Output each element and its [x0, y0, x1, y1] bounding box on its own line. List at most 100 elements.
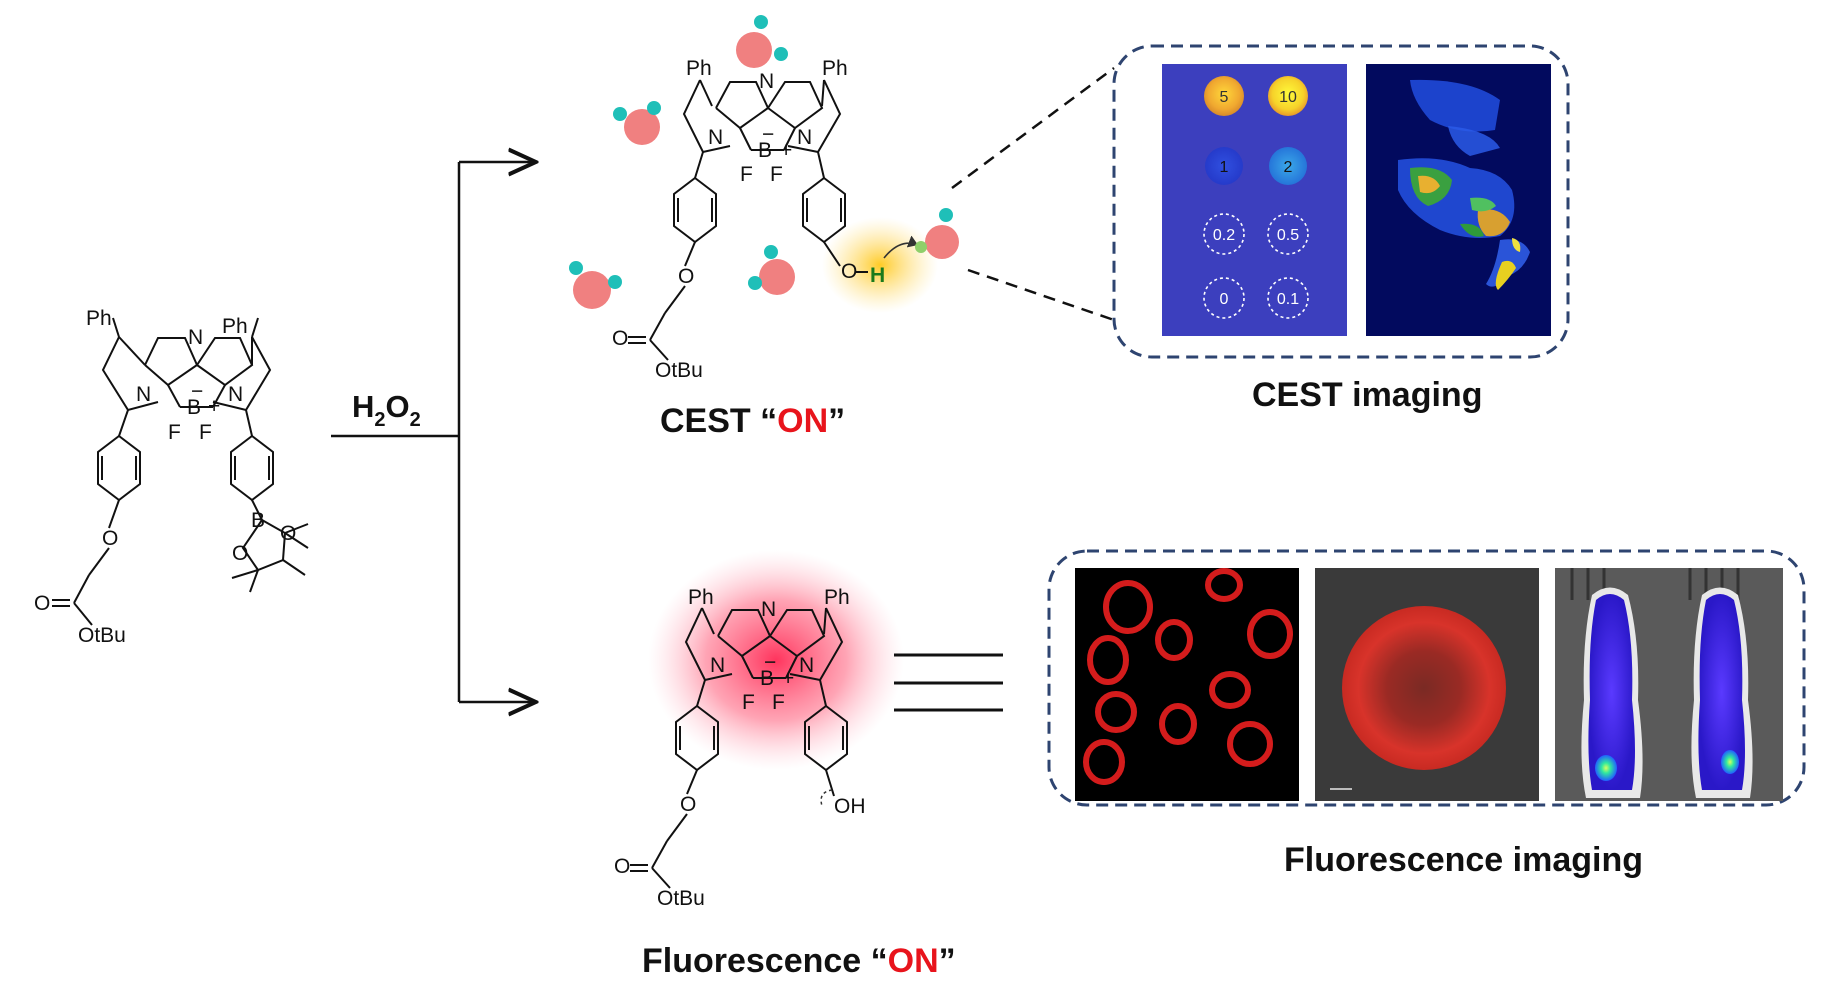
otbu-label: OtBu	[655, 359, 703, 382]
charge-plus: +	[780, 139, 792, 162]
red-fluorescence-glow	[648, 550, 904, 770]
phantom-label: 1	[1220, 159, 1229, 176]
charge-minus: −	[764, 651, 776, 674]
water-molecule	[613, 101, 661, 145]
atom-f: F	[168, 421, 181, 444]
atom-f: F	[742, 691, 755, 714]
atom-n: N	[761, 598, 776, 621]
cest-on-molecule: Ph Ph N N N B − + F F O H O O OtBu	[612, 57, 938, 382]
proton-exchange-arrow	[883, 235, 919, 259]
charge-plus: +	[782, 667, 794, 690]
reagent-h2o2: H2O2	[352, 389, 421, 431]
cell	[1087, 635, 1129, 685]
cest-organ-map	[1398, 79, 1530, 290]
reaction-arrows	[331, 162, 536, 702]
atom-o: O	[614, 855, 630, 878]
otbu-label: OtBu	[657, 887, 705, 910]
phantom-label: 0.2	[1213, 227, 1235, 244]
ph-label: Ph	[822, 57, 848, 80]
atom-o: O	[102, 527, 118, 550]
ph-label: Ph	[824, 586, 850, 609]
fluorescence-imaging-caption: Fluorescence imaging	[1284, 841, 1643, 879]
ph-label: Ph	[686, 57, 712, 80]
atom-n: N	[708, 126, 723, 149]
cell	[1103, 580, 1153, 634]
atom-n: N	[228, 383, 243, 406]
atom-o: O	[680, 793, 696, 816]
atom-b: B	[758, 139, 772, 162]
ph-label: Ph	[688, 586, 714, 609]
stained-cells	[1083, 568, 1293, 785]
fluorescence-panel-frame	[1047, 549, 1806, 807]
phantom-spot	[1269, 147, 1307, 185]
phantom-spot	[1204, 76, 1244, 116]
cest-on-label: CEST “ON”	[660, 402, 845, 440]
phantom-image	[1162, 64, 1347, 336]
atom-o: O	[34, 592, 50, 615]
phantom-concentration-labels: 5 10 1 2 0.2 0.5 0 0.1	[1213, 89, 1299, 308]
mouse-right	[1691, 587, 1753, 798]
phantom-spot	[1267, 277, 1309, 319]
ph-label: Ph	[222, 315, 248, 338]
equivalence-symbol	[894, 653, 1003, 712]
fluorescence-on-molecule: Ph Ph N N N B − + F F OH O O OtBu	[614, 550, 904, 910]
cest-panel-frame	[1112, 44, 1570, 359]
phantom-label: 0.5	[1277, 227, 1299, 244]
cest-imaging-caption: CEST imaging	[1252, 376, 1482, 414]
cell	[1095, 691, 1137, 733]
atom-n: N	[797, 126, 812, 149]
phantom-spot	[1203, 213, 1245, 255]
cell	[1209, 671, 1251, 709]
charge-minus: −	[762, 123, 774, 146]
cell	[1155, 619, 1193, 661]
atom-f: F	[772, 691, 785, 714]
atom-n: N	[136, 383, 151, 406]
atom-o: O	[678, 265, 694, 288]
water-molecule	[736, 15, 788, 68]
tumor-spheroid	[1342, 606, 1506, 770]
cell	[1159, 703, 1197, 745]
phantom-spot	[1203, 277, 1245, 319]
phantom-spot	[1205, 147, 1243, 185]
charge-plus: +	[208, 395, 220, 418]
atom-b: B	[251, 509, 265, 532]
atom-n: N	[710, 654, 725, 677]
phantom-label: 2	[1284, 159, 1293, 176]
resonance-arrow	[820, 789, 833, 807]
phantom-label: 0.1	[1277, 291, 1299, 308]
phantom-spot	[1267, 213, 1309, 255]
atom-o: O	[841, 260, 857, 283]
starting-probe-molecule: Ph Ph N N N B − + F F O O OtBu B O O	[34, 307, 309, 647]
water-molecule	[748, 245, 795, 295]
atom-o: O	[232, 542, 248, 565]
fluorescence-imaging-panel	[1047, 549, 1806, 807]
atom-f: F	[199, 421, 212, 444]
tumor-signal	[1595, 755, 1617, 781]
atom-f: F	[740, 163, 753, 186]
water-molecule	[915, 208, 959, 259]
otbu-label: OtBu	[78, 624, 126, 647]
atom-n: N	[759, 70, 774, 93]
tumor-signal	[1721, 750, 1739, 774]
atom-f: F	[770, 163, 783, 186]
water-molecules	[569, 15, 959, 309]
atom-o: O	[280, 522, 296, 545]
exchangeable-proton: H	[870, 264, 885, 287]
zoom-lines	[951, 66, 1115, 322]
phantom-label: 10	[1279, 89, 1297, 106]
atom-o: O	[612, 327, 628, 350]
phantom-spots	[1203, 76, 1309, 319]
atom-b: B	[760, 667, 774, 690]
atom-n: N	[188, 326, 203, 349]
cell	[1247, 609, 1293, 659]
charge-minus: −	[191, 380, 203, 403]
cell	[1227, 721, 1273, 767]
fluorescence-on-label: Fluorescence “ON”	[642, 942, 956, 980]
ph-label: Ph	[86, 307, 112, 330]
phantom-spot	[1268, 76, 1308, 116]
atom-n: N	[799, 654, 814, 677]
phantom-label: 5	[1220, 89, 1229, 106]
hydroxyl-label: OH	[834, 795, 866, 818]
